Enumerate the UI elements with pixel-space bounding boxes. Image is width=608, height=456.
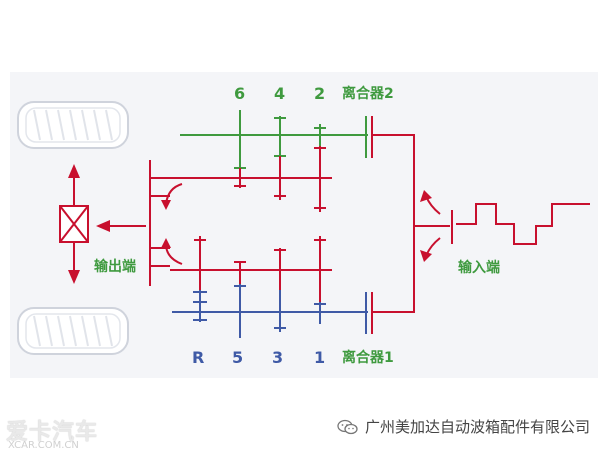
input-frame xyxy=(372,134,453,313)
tire-bottom-icon xyxy=(17,307,129,355)
company-credit: 广州美加达自动波箱配件有限公司 xyxy=(337,416,590,437)
footer: 爱卡汽车 XCAR.COM.CN 广州美加达自动波箱配件有限公司 xyxy=(0,400,608,456)
lower-red-shaft xyxy=(170,236,332,302)
clutch-1 xyxy=(365,292,373,334)
even-shaft xyxy=(180,110,368,169)
label-gear-4: 4 xyxy=(274,84,285,103)
odd-shaft xyxy=(172,284,368,338)
differential-icon xyxy=(59,205,89,243)
upper-red-shaft xyxy=(170,146,332,212)
company-name: 广州美加达自动波箱配件有限公司 xyxy=(364,418,590,436)
label-gear-6: 6 xyxy=(234,84,245,103)
clutch-2 xyxy=(365,116,373,158)
tire-top-icon xyxy=(17,101,129,149)
output-shaft xyxy=(149,160,170,286)
label-input: 输入端 xyxy=(458,259,500,276)
watermark-subtext: XCAR.COM.CN xyxy=(8,440,79,451)
label-gear-5: 5 xyxy=(232,348,243,367)
label-output: 输出端 xyxy=(94,258,136,275)
input-waveform xyxy=(456,203,590,245)
label-gear-3: 3 xyxy=(272,348,283,367)
wheel-arrows xyxy=(68,164,80,284)
label-gear-2: 2 xyxy=(314,84,325,103)
label-clutch-1: 离合器1 xyxy=(342,349,394,366)
label-clutch-2: 离合器2 xyxy=(342,85,394,102)
label-gear-1: 1 xyxy=(314,348,325,367)
label-gear-r: R xyxy=(192,348,204,367)
output-arrow xyxy=(96,220,146,232)
wechat-icon xyxy=(337,419,359,435)
watermark-logo: 爱卡汽车 xyxy=(6,420,99,445)
